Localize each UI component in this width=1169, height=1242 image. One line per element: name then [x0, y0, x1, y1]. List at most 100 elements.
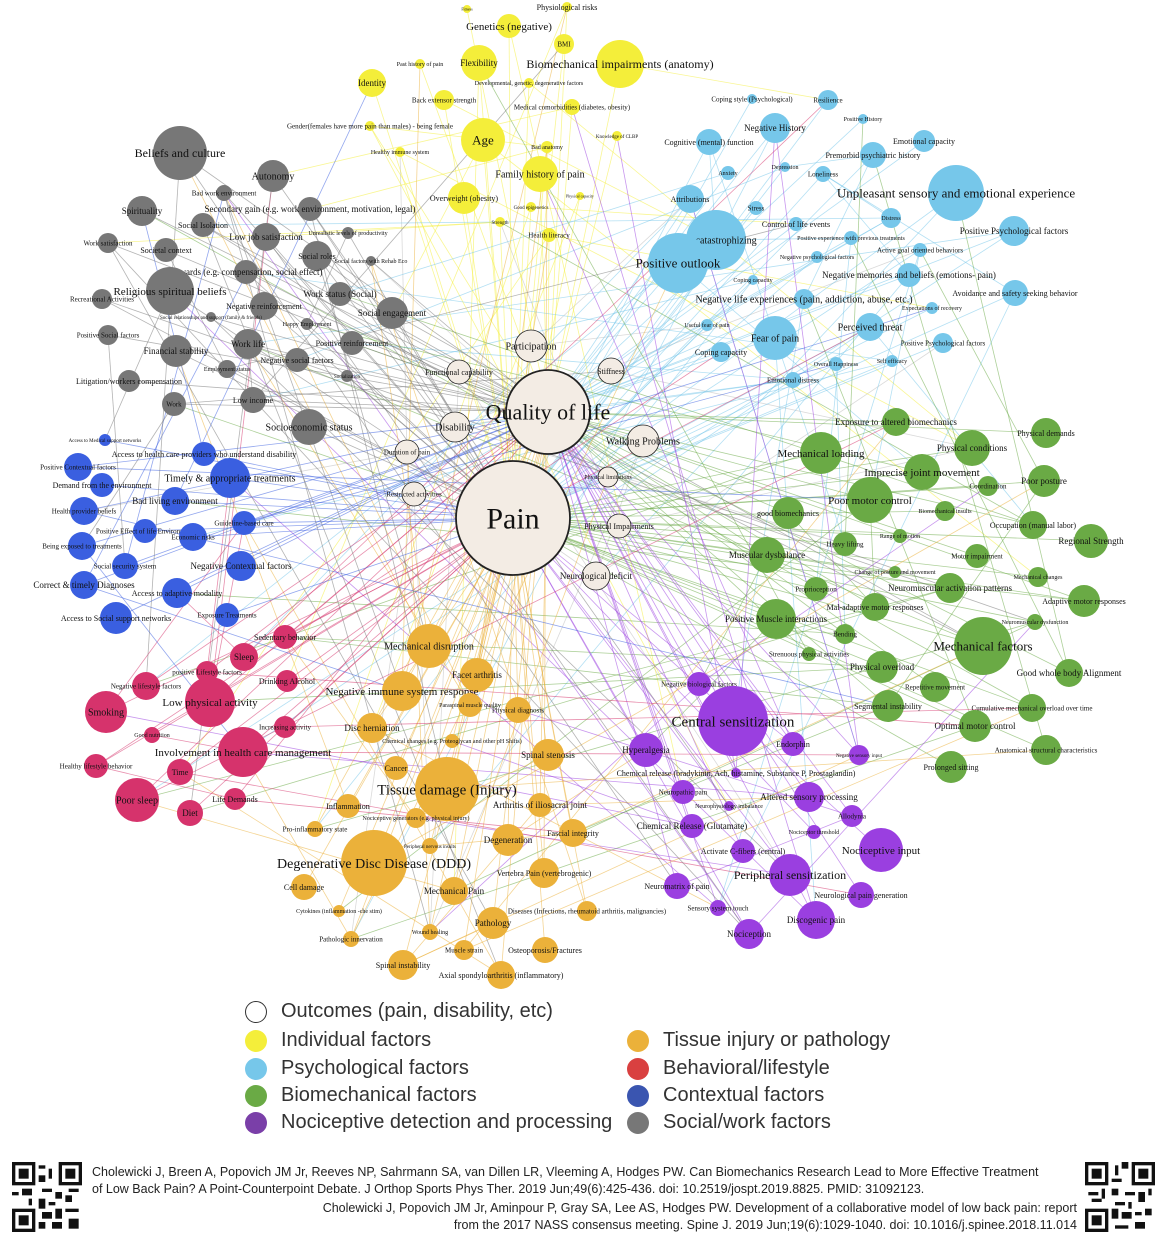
node-psychological[interactable]: Active goal oriented behaviors	[877, 243, 963, 257]
node-individual[interactable]: Bad anatomy	[531, 141, 563, 153]
node-contextual[interactable]: Demand from the environment	[53, 473, 153, 497]
node-social[interactable]: Work life	[231, 329, 265, 359]
node-social[interactable]: Happy Employment	[283, 318, 332, 330]
node-contextual[interactable]: Negative Contextual factors	[191, 551, 292, 581]
node-psychological[interactable]: Avoidance and safety seeking behavior	[952, 280, 1078, 306]
node-nociceptive[interactable]: Neurophysiology imbalance	[695, 801, 763, 811]
node-behavioral[interactable]: Poor sleep	[115, 778, 159, 822]
node-social[interactable]: Social factors with Rehab Eco	[335, 256, 408, 266]
node-contextual[interactable]: Access to health care providers who unde…	[112, 442, 297, 466]
node-psychological[interactable]: Fear of pain	[751, 316, 799, 360]
node-nociceptive[interactable]: Negative biological factors	[661, 672, 737, 696]
node-nociceptive[interactable]: Activate C-fibers (central)	[701, 839, 786, 863]
node-behavioral[interactable]: Negative lifestyle factors	[111, 672, 182, 700]
node-tissue[interactable]: Inflammation	[326, 794, 370, 818]
node-psychological[interactable]: Coping capacity	[695, 342, 747, 362]
node-individual[interactable]: Genetics (negative)	[466, 14, 552, 38]
node-psychological[interactable]: Positive experience with previous treatm…	[797, 231, 905, 245]
node-outcome[interactable]: Restricted activities	[386, 481, 442, 507]
node-psychological[interactable]: Anxiety	[718, 166, 738, 180]
node-outcome[interactable]: Physical limitations	[584, 466, 632, 488]
node-biomechanical[interactable]: Segmental instability	[854, 690, 922, 722]
node-outcome[interactable]: Pain	[455, 460, 571, 576]
node-individual[interactable]: Past history of pain	[397, 59, 444, 69]
node-biomechanical[interactable]: Heavy lifting	[826, 532, 864, 556]
node-biomechanical[interactable]: Coordination	[970, 476, 1007, 496]
node-biomechanical[interactable]: Exposure to altered biomechanics	[835, 408, 957, 436]
node-psychological[interactable]: Positive History	[844, 114, 883, 124]
node-nociceptive[interactable]: Discogenic pain	[787, 901, 846, 939]
node-social[interactable]: Negative social factors	[260, 348, 334, 372]
node-behavioral[interactable]: Good nutrition	[134, 727, 170, 743]
node-social[interactable]: Litigation/workers compensation	[76, 370, 182, 392]
qr-code-icon[interactable]	[1085, 1162, 1155, 1232]
node-behavioral[interactable]: Drinking Alcohol	[259, 670, 316, 692]
node-biomechanical[interactable]: Anatomical structural characteristics	[995, 735, 1098, 765]
node-psychological[interactable]: Unpleasant sensory and emotional experie…	[837, 165, 1075, 221]
node-psychological[interactable]: Useful fear of pain	[684, 319, 730, 331]
node-social[interactable]: Positive reinforcement	[316, 331, 389, 355]
node-psychological[interactable]: Premorbid psychiatric history	[825, 142, 921, 168]
node-individual[interactable]: Good epigenetics	[514, 202, 549, 212]
node-biomechanical[interactable]: Strenuous physical activities	[769, 647, 849, 661]
node-social[interactable]: Rewards (e.g. compensation, social effec…	[169, 260, 323, 284]
node-social[interactable]: Social roles	[298, 241, 336, 271]
node-psychological[interactable]: Coping capacity	[733, 275, 773, 285]
node-behavioral[interactable]: Healthy lifestyle behavior	[60, 754, 133, 778]
node-tissue[interactable]: Degenerative Disc Disease (DDD)	[277, 830, 471, 896]
node-behavioral[interactable]: Involvement in health care management	[155, 727, 332, 777]
node-tissue[interactable]: Degeneration	[484, 824, 533, 856]
node-contextual[interactable]: Economic risks	[171, 523, 215, 551]
node-social[interactable]: Secondary gain (e.g. work environment, m…	[205, 197, 416, 221]
node-contextual[interactable]: Being exposed to treatments	[42, 532, 122, 560]
node-tissue[interactable]: Diseases (Infections, rheumatoid arthrit…	[508, 901, 667, 921]
node-tissue[interactable]: Negative immune system response	[325, 671, 479, 711]
node-contextual[interactable]: Positive Contextual factors	[40, 453, 116, 481]
node-biomechanical[interactable]: Optimal motor control	[935, 710, 1016, 742]
node-outcome[interactable]: Participation	[505, 329, 557, 363]
node-biomechanical[interactable]: Adaptive motor responses	[1042, 585, 1126, 617]
node-tissue[interactable]: Mechanical Pain	[424, 877, 485, 905]
node-biomechanical[interactable]: Poor motor control	[828, 477, 912, 523]
node-behavioral[interactable]: Sedentary behavior	[254, 625, 316, 649]
node-biomechanical[interactable]: Regional Strength	[1058, 524, 1124, 558]
node-individual[interactable]: Knowledge of CLBP	[596, 131, 638, 141]
node-biomechanical[interactable]: Range of motion	[880, 529, 920, 543]
node-individual[interactable]: Physiological risks	[537, 2, 598, 12]
node-contextual[interactable]: Guideline-based care	[214, 511, 274, 535]
node-biomechanical[interactable]: Change of posture and movement	[855, 566, 936, 578]
node-tissue[interactable]: Osteoporosis/Fractures	[508, 937, 582, 963]
node-social[interactable]: Social Isolation	[178, 213, 228, 237]
node-biomechanical[interactable]: good biomechanics	[757, 497, 819, 529]
node-psychological[interactable]: Loneliness	[808, 166, 839, 182]
node-tissue[interactable]: Chemical changes (e.g. Proteoglycan and …	[382, 734, 522, 748]
node-behavioral[interactable]: Increasing activity	[259, 716, 311, 738]
node-social[interactable]: Beliefs and culture	[135, 126, 226, 180]
node-biomechanical[interactable]: Good whole body Alignment	[1017, 659, 1122, 687]
node-biomechanical[interactable]: Poor posture	[1021, 465, 1067, 497]
node-contextual[interactable]: Social security system	[94, 553, 157, 579]
node-tissue[interactable]: Peripheral nervous insults	[404, 838, 456, 854]
node-tissue[interactable]: Wound healing	[412, 924, 448, 940]
node-outcome[interactable]: Neurological deficit	[560, 561, 633, 591]
node-social[interactable]: Social relationships and support (family…	[160, 312, 262, 322]
node-contextual[interactable]: Access to adaptive modality	[132, 578, 222, 608]
node-psychological[interactable]: Overall Happiness	[814, 357, 859, 371]
node-biomechanical[interactable]: Occupation (manual labor)	[990, 511, 1077, 539]
node-tissue[interactable]: Spinal stenosis	[521, 739, 575, 771]
node-behavioral[interactable]: Sleep	[230, 643, 258, 671]
node-nociceptive[interactable]: Chemical release (bradykinin, Ach, hista…	[617, 768, 856, 778]
node-tissue[interactable]: Cell damage	[284, 874, 325, 900]
node-nociceptive[interactable]: Negative sensory input	[836, 745, 883, 765]
node-tissue[interactable]: Facet arthritis	[452, 658, 502, 692]
node-biomechanical[interactable]: Proprioception	[795, 577, 837, 601]
node-psychological[interactable]: Perceived threat	[838, 313, 903, 341]
node-individual[interactable]: Health literacy	[528, 228, 570, 242]
node-tissue[interactable]: Pathologic innervation	[319, 931, 383, 947]
node-biomechanical[interactable]: Physical demands	[1017, 418, 1075, 448]
node-biomechanical[interactable]: Bending	[833, 624, 857, 644]
node-psychological[interactable]: Self efficacy	[877, 355, 907, 367]
node-biomechanical[interactable]: Motor impairment	[951, 544, 1003, 568]
node-tissue[interactable]: Arthritis of iliosacral joint	[493, 793, 588, 817]
node-contextual[interactable]: Access to Social support networks	[61, 602, 171, 634]
